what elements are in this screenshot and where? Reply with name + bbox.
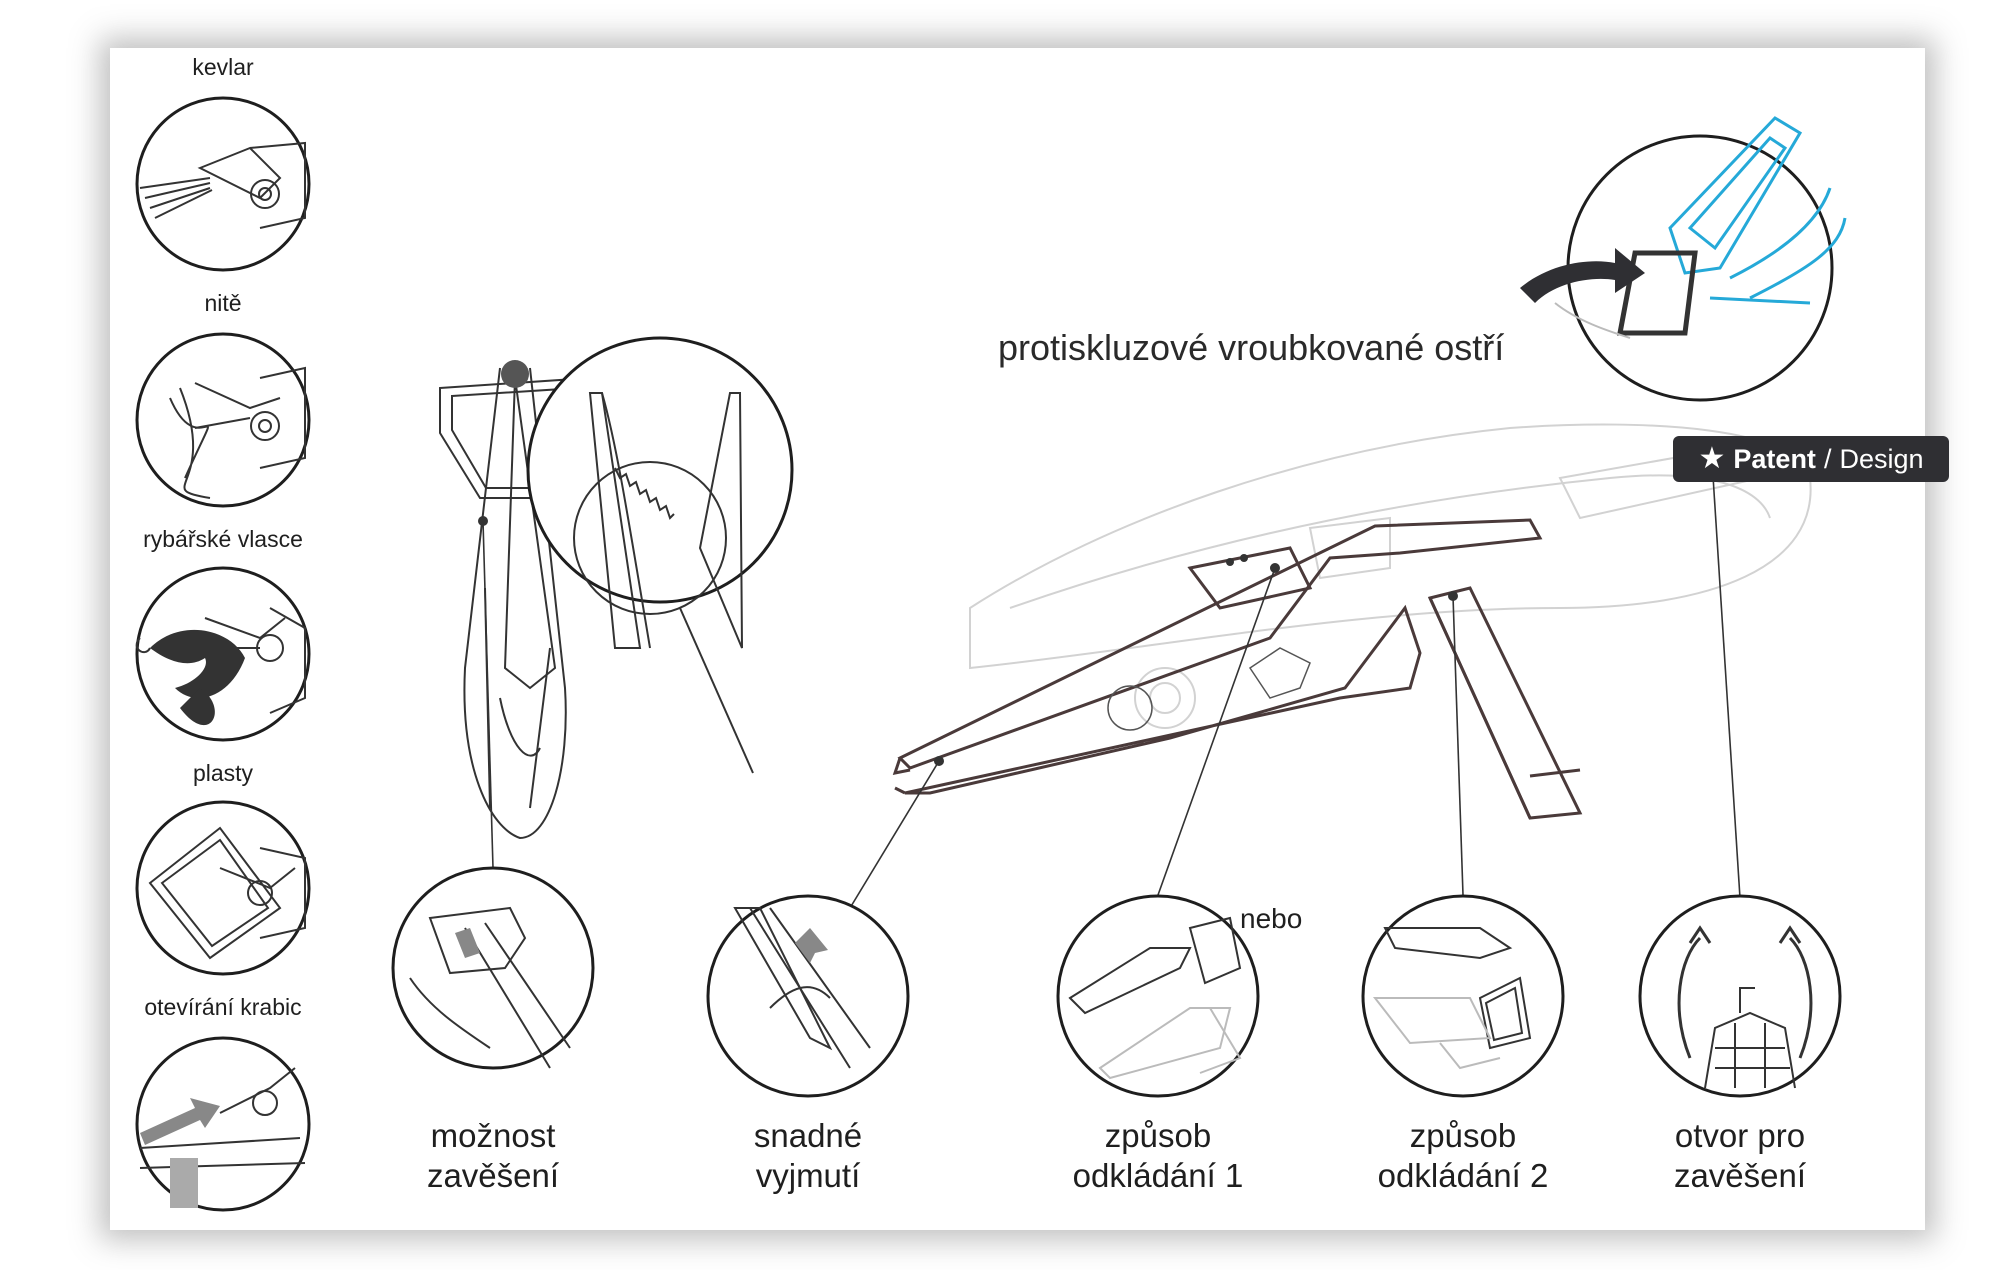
feature-label-line: otvor pro [1674, 1117, 1806, 1154]
main-tool-detail [1107, 647, 1311, 731]
feature-label-line: způsob [1409, 1117, 1517, 1154]
feature-circle-vyjmuti [706, 894, 910, 1098]
feature-label-line: zavěšení [1673, 1157, 1807, 1194]
nebo-label: nebo [1240, 903, 1303, 934]
connector-lines [482, 475, 1741, 909]
feature-label-line: způsob [1104, 1117, 1212, 1154]
patent-suffix: Design [1839, 443, 1924, 474]
use-circle-otevirani-krabic [135, 1036, 311, 1212]
main-tool-drawing [892, 518, 1583, 820]
use-circle-plasty [135, 800, 311, 976]
feature-circle-zaveseni [391, 866, 595, 1070]
feature-label-line: vyjmutí [755, 1157, 861, 1194]
diagram-artwork [135, 96, 1847, 1212]
feature-label-line: odkládání 2 [1377, 1157, 1549, 1194]
side-label-rybarske-vlasce: rybářské vlasce [143, 526, 303, 552]
hanging-hole-dot [501, 360, 529, 388]
feature-label-zaveseni: možnost zavěšení [363, 1116, 623, 1196]
patent-magnifier [1520, 116, 1847, 402]
patent-label: Patent [1733, 443, 1816, 474]
star-icon: ★ [1698, 442, 1726, 475]
use-circle-kevlar [135, 96, 311, 272]
side-label-nite: nitě [204, 290, 242, 316]
serrated-blade-magnifier [526, 336, 794, 774]
feature-label-line: možnost [430, 1117, 556, 1154]
feature-circle-odkladani-2 [1361, 894, 1565, 1098]
serrated-blade-headline: protiskluzové vroubkované ostří [998, 327, 1505, 368]
feature-label-line: snadné [753, 1117, 863, 1154]
patent-badge: ★ Patent / Design [1673, 436, 1949, 482]
feature-circle-otvor [1638, 894, 1842, 1098]
use-circle-nite [135, 332, 311, 508]
feature-label-odkladani-1: způsob odkládání 1 [1028, 1116, 1288, 1196]
feature-circle-odkladani-1 [1056, 894, 1260, 1098]
use-circle-rybarske-vlasce [135, 566, 311, 742]
patent-separator: / [1823, 443, 1832, 474]
side-label-kevlar: kevlar [192, 54, 254, 80]
feature-label-line: zavěšení [426, 1157, 560, 1194]
side-label-plasty: plasty [192, 760, 254, 786]
feature-label-line: odkládání 1 [1072, 1157, 1244, 1194]
feature-label-odkladani-2: způsob odkládání 2 [1333, 1116, 1593, 1196]
side-label-otevirani-krabic: otevírání krabic [144, 994, 302, 1020]
feature-label-vyjmuti: snadné vyjmutí [678, 1116, 938, 1196]
feature-label-otvor: otvor pro zavěšení [1610, 1116, 1870, 1196]
diagram-card: kevlar nitě rybářské vlasce plasty oteví… [110, 48, 1949, 1230]
